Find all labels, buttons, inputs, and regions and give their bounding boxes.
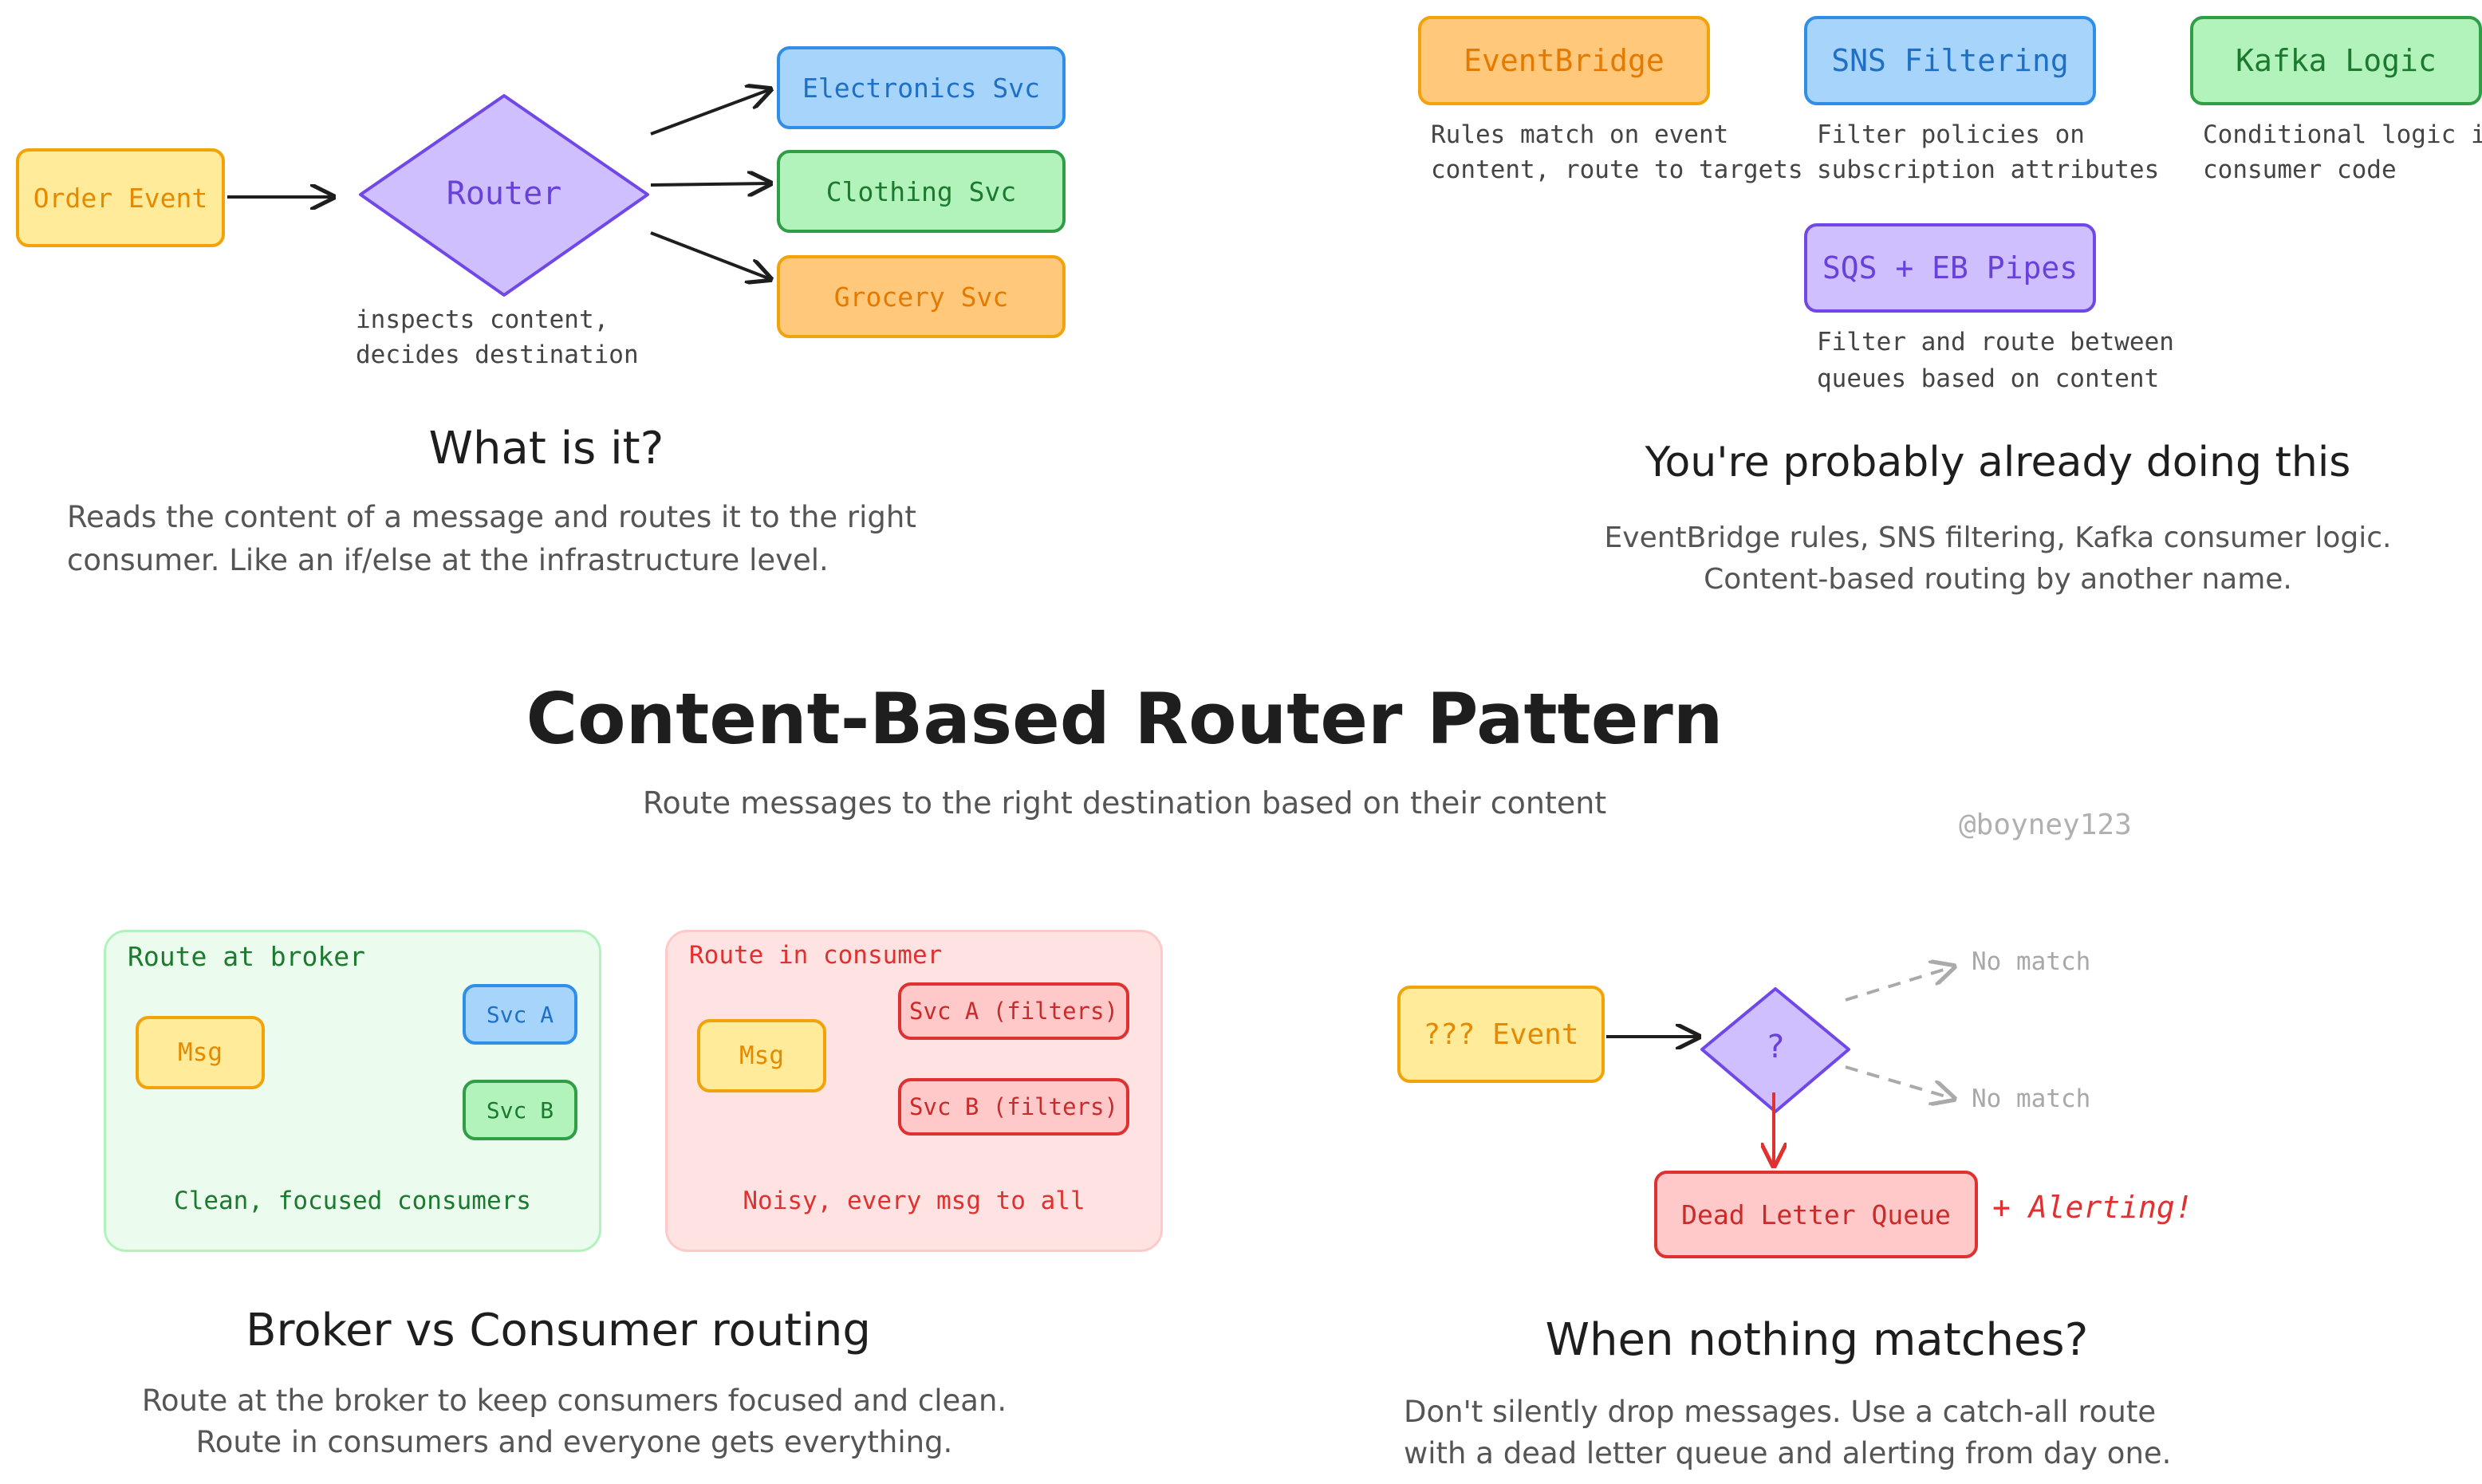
nomatch-desc-2: with a dead letter queue and alerting fr… [1404, 1436, 2172, 1470]
broker-msg-box: Msg [136, 1016, 265, 1089]
no-match-label-1: No match [1972, 947, 2091, 976]
sns-note-2: subscription attributes [1817, 155, 2160, 184]
broker-panel-footer: Clean, focused consumers [174, 1187, 531, 1215]
broker-svc-a-box: Svc A [463, 984, 577, 1045]
order-event-box: Order Event [16, 148, 225, 247]
sns-filtering-card: SNS Filtering [1804, 16, 2096, 105]
broker-heading: Broker vs Consumer routing [246, 1305, 871, 1356]
kafka-note-2: consumer code [2203, 155, 2397, 184]
broker-desc-1: Route at the broker to keep consumers fo… [141, 1384, 1007, 1418]
eventbridge-card: EventBridge [1418, 16, 1710, 105]
consumer-svc-a-box: Svc A (filters) [898, 982, 1129, 1040]
already-heading: You're probably already doing this [1645, 439, 2351, 486]
clothing-svc-box: Clothing Svc [777, 150, 1066, 233]
arrow-router-to-clothing [650, 183, 770, 185]
router-diamond [359, 94, 649, 297]
author-handle: @boyney123 [1959, 809, 2132, 841]
grocery-svc-box: Grocery Svc [777, 255, 1066, 338]
eventbridge-note-2: content, route to targets [1431, 155, 1803, 184]
router-note-2: decides destination [356, 340, 639, 369]
page-title: Content-Based Router Pattern [526, 678, 1724, 760]
nomatch-desc-1: Don't silently drop messages. Use a catc… [1404, 1395, 2157, 1429]
arrow-no-match-1 [1845, 966, 1954, 1002]
kafka-note-1: Conditional logic in [2203, 120, 2482, 149]
what-desc-1: Reads the content of a message and route… [67, 500, 916, 534]
sqs-note-1: Filter and route between [1817, 328, 2174, 356]
sqs-note-2: queues based on content [1817, 364, 2160, 393]
alerting-label: + Alerting! [1992, 1190, 2193, 1225]
what-heading: What is it? [428, 423, 664, 474]
router-note-1: inspects content, [356, 305, 609, 334]
arrow-router-to-electronics [650, 89, 770, 136]
electronics-svc-box: Electronics Svc [777, 46, 1066, 129]
what-desc-2: consumer. Like an if/else at the infrast… [67, 543, 829, 577]
router-label: Router [446, 175, 562, 212]
broker-svc-b-box: Svc B [463, 1080, 577, 1140]
arrow-no-match-2 [1845, 1065, 1954, 1099]
eventbridge-note-1: Rules match on event [1431, 120, 1729, 149]
consumer-svc-b-box: Svc B (filters) [898, 1078, 1129, 1136]
unknown-event-box: ??? Event [1397, 986, 1605, 1083]
unknown-router-label: ? [1765, 1029, 1786, 1065]
sns-note-1: Filter policies on [1817, 120, 2085, 149]
sqs-eb-pipes-card: SQS + EB Pipes [1804, 223, 2096, 313]
nomatch-heading: When nothing matches? [1545, 1314, 2089, 1366]
broker-desc-2: Route in consumers and everyone gets eve… [195, 1425, 953, 1459]
already-desc-1: EventBridge rules, SNS filtering, Kafka … [1604, 522, 2392, 554]
page-subtitle: Route messages to the right destination … [642, 785, 1607, 821]
already-desc-2: Content-based routing by another name. [1704, 563, 2292, 596]
kafka-logic-card: Kafka Logic [2190, 16, 2482, 105]
consumer-panel-footer: Noisy, every msg to all [743, 1187, 1085, 1215]
no-match-label-2: No match [1972, 1084, 2091, 1113]
arrow-router-to-grocery [650, 231, 770, 279]
consumer-msg-box: Msg [697, 1019, 826, 1092]
broker-panel-title: Route at broker [128, 941, 366, 972]
dead-letter-queue-box: Dead Letter Queue [1654, 1171, 1978, 1258]
consumer-panel-title: Route in consumer [689, 941, 943, 970]
